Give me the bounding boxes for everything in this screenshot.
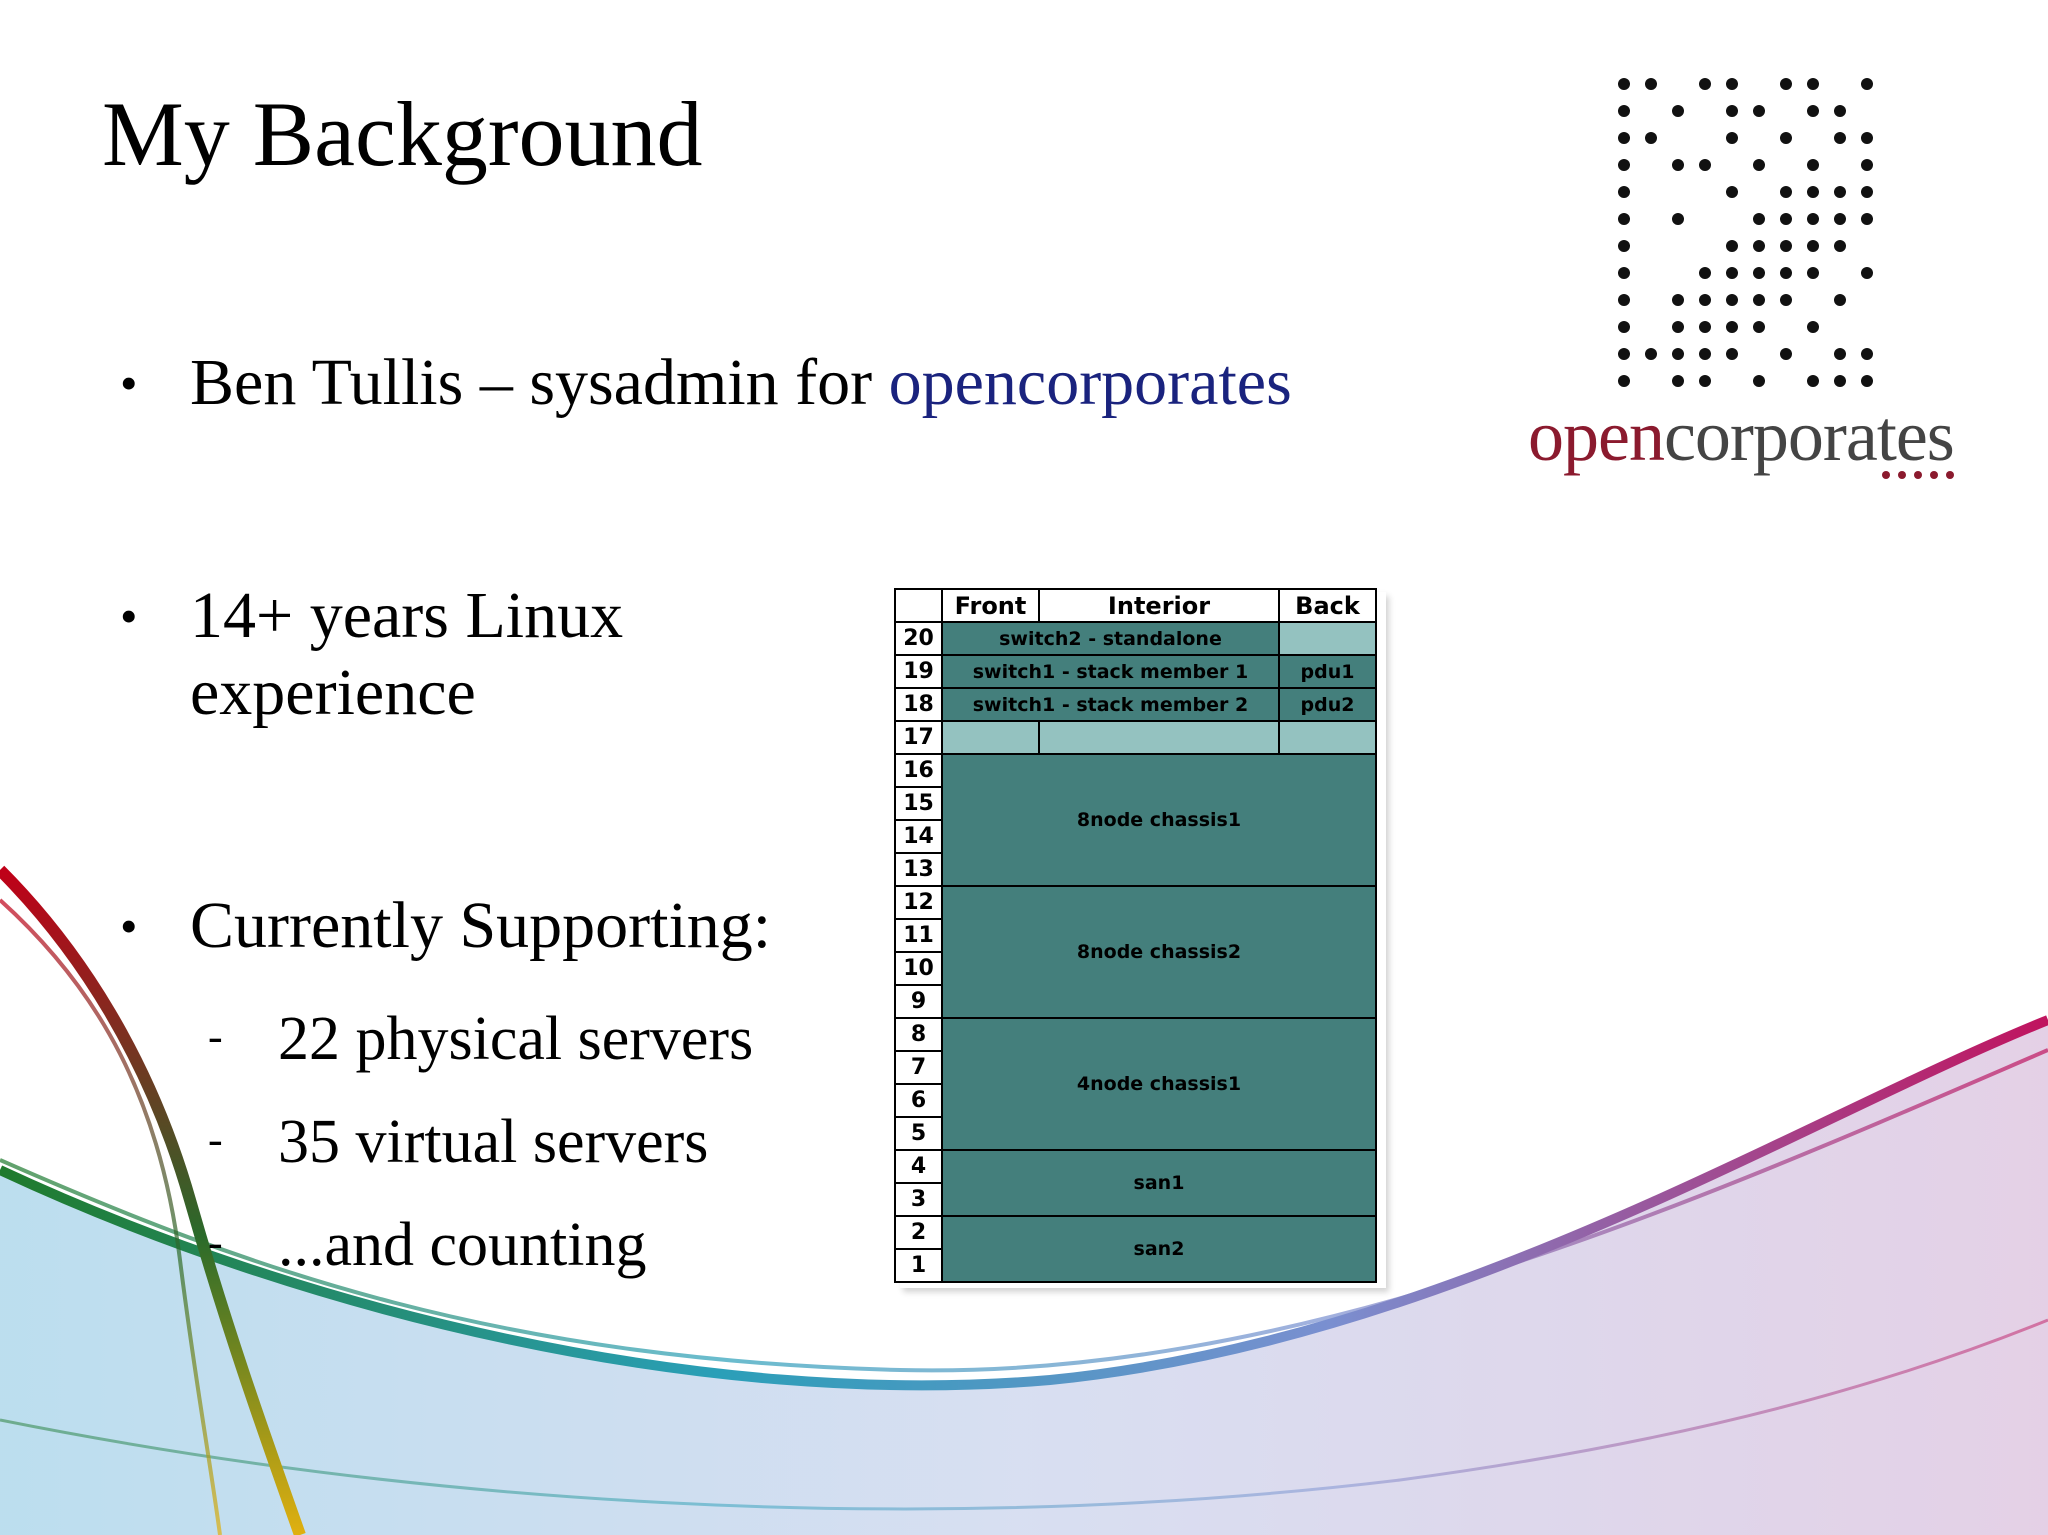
rack-row: 3	[894, 1182, 1376, 1217]
rack-row: 5	[894, 1116, 1376, 1151]
bullet-supporting: • Currently Supporting:	[120, 888, 771, 965]
rack-device-8node-chassis1: 8node chassis1	[941, 753, 1377, 887]
rack-row: 17	[894, 720, 1377, 755]
rack-unit-number: 7	[894, 1050, 943, 1085]
rack-header-interior: Interior	[1038, 588, 1280, 623]
rack-unit-number: 4	[894, 1149, 943, 1184]
bullet-marker: •	[120, 898, 138, 954]
opencorporates-logo-wordmark: opencorporates	[1528, 400, 1955, 472]
rack-device-switch2: switch2 - standalone	[941, 621, 1280, 656]
rack-unit-number: 9	[894, 984, 943, 1019]
rack-header-row: Front Interior Back	[894, 588, 1377, 623]
bullet-marker: •	[120, 355, 138, 411]
rack-unit-number: 19	[894, 654, 943, 689]
bullet-role: • Ben Tullis – sysadmin for opencorporat…	[120, 345, 1292, 422]
rack-row: 16 8node chassis1	[894, 753, 1377, 887]
rack-unit-number: 1	[894, 1248, 943, 1283]
rack-row: 9	[894, 984, 1376, 1019]
rack-unit-number: 3	[894, 1182, 943, 1217]
rack-device-pdu2: pdu2	[1278, 687, 1377, 722]
sub-item-counting: - ...and counting	[208, 1214, 647, 1276]
rack-row: 14	[894, 819, 1376, 854]
rack-row: 6	[894, 1083, 1376, 1118]
rack-row: 7	[894, 1050, 1376, 1085]
rack-row: 15	[894, 786, 1376, 821]
rack-unit-number: 6	[894, 1083, 943, 1118]
rack-unit-number: 16	[894, 753, 943, 788]
rack-row: 4 san1	[894, 1149, 1377, 1217]
rack-row: 11	[894, 918, 1376, 953]
sub-item-text: ...and counting	[278, 1211, 647, 1279]
bullet-experience-line-1: 14+ years Linux	[190, 579, 624, 652]
rack-unit-number: 5	[894, 1116, 943, 1151]
rack-unit-number: 8	[894, 1017, 943, 1052]
rack-row: 2 san2	[894, 1215, 1377, 1283]
rack-device-san1: san1	[941, 1149, 1377, 1217]
sub-item-virtual: - 35 virtual servers	[208, 1111, 708, 1173]
rack-unit-number: 15	[894, 786, 943, 821]
rack-row: 13	[894, 852, 1376, 887]
rack-back-empty	[1278, 621, 1377, 656]
sub-item-text: 35 virtual servers	[278, 1108, 709, 1176]
rack-back-empty	[1278, 720, 1377, 755]
rack-unit-number: 13	[894, 852, 943, 887]
bullet-experience: • 14+ years Linux experience	[120, 578, 623, 731]
rack-device-switch1-member1: switch1 - stack member 1	[941, 654, 1280, 689]
rack-row: 1	[894, 1248, 1376, 1283]
rack-unit-number: 18	[894, 687, 943, 722]
logo-word-open: open	[1528, 396, 1665, 476]
rack-diagram: Front Interior Back 20 switch2 - standal…	[894, 588, 1377, 1283]
rack-unit-number: 11	[894, 918, 943, 953]
rack-device-4node-chassis1: 4node chassis1	[941, 1017, 1377, 1151]
bullet-marker: •	[120, 588, 138, 644]
bullet-supporting-text: Currently Supporting:	[190, 889, 772, 962]
bullet-role-text: Ben Tullis – sysadmin for	[190, 346, 889, 419]
rack-unit-number: 14	[894, 819, 943, 854]
opencorporates-link[interactable]: opencorporates	[888, 346, 1292, 419]
rack-device-san2: san2	[941, 1215, 1377, 1283]
sub-item-text: 22 physical servers	[278, 1005, 754, 1073]
logo-word-rest: corporates	[1663, 396, 1955, 476]
dash-marker: -	[208, 1115, 223, 1164]
rack-unit-number: 10	[894, 951, 943, 986]
bullet-experience-line-2: experience	[190, 655, 476, 729]
logo-underline-dots-icon	[1882, 471, 1954, 479]
rack-row: 19 switch1 - stack member 1 pdu1	[894, 654, 1377, 689]
dash-marker: -	[208, 1218, 223, 1267]
slide-title: My Background	[102, 83, 703, 185]
rack-front-empty	[941, 720, 1040, 755]
rack-unit-number: 12	[894, 885, 943, 920]
rack-unit-number: 2	[894, 1215, 943, 1250]
rack-header-front: Front	[941, 588, 1040, 623]
rack-row: 10	[894, 951, 1376, 986]
rack-unit-number: 20	[894, 621, 943, 656]
rack-device-switch1-member2: switch1 - stack member 2	[941, 687, 1280, 722]
rack-row: 8 4node chassis1	[894, 1017, 1377, 1151]
rack-row: 18 switch1 - stack member 2 pdu2	[894, 687, 1377, 722]
rack-header-back: Back	[1278, 588, 1377, 623]
rack-device-pdu1: pdu1	[1278, 654, 1377, 689]
dash-marker: -	[208, 1012, 223, 1061]
rack-unit-number: 17	[894, 720, 943, 755]
rack-corner	[894, 588, 943, 623]
rack-row: 12 8node chassis2	[894, 885, 1377, 1019]
rack-device-8node-chassis2: 8node chassis2	[941, 885, 1377, 1019]
rack-row: 20 switch2 - standalone	[894, 621, 1377, 656]
opencorporates-logo-icon	[1618, 78, 1873, 387]
sub-item-physical: - 22 physical servers	[208, 1008, 753, 1070]
rack-interior-empty	[1038, 720, 1280, 755]
